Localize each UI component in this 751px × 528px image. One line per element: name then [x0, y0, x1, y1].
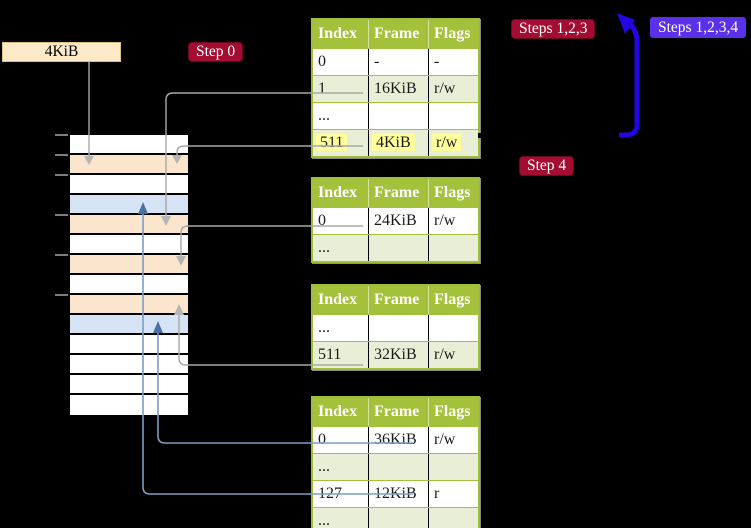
steps-123-badge: Steps 1,2,3 — [511, 19, 596, 39]
page-table-row: ... — [313, 507, 478, 528]
physical-memory-strip — [68, 133, 190, 417]
index-cell: ... — [318, 319, 330, 336]
header-cell: Flags — [428, 398, 478, 426]
frame-cell: 24KiB — [368, 208, 428, 234]
header-cell: Frame — [368, 20, 428, 48]
memory-row-white — [70, 275, 188, 295]
index-cell: 0 — [318, 212, 326, 229]
memory-tick — [55, 134, 68, 136]
page-size-label: 4KiB — [2, 42, 121, 62]
flags-cell: r/w — [428, 342, 478, 368]
memory-row-peach — [70, 255, 188, 275]
frame-cell — [368, 315, 428, 341]
page-table-row: ... — [313, 453, 478, 480]
frame-cell — [368, 235, 428, 261]
frame-cell — [368, 454, 428, 480]
memory-row-white — [70, 335, 188, 355]
flags-cell: r/w — [428, 76, 478, 102]
page-table-row: 511 4KiB r/w — [313, 129, 478, 156]
header-cell: Frame — [368, 179, 428, 207]
highlighted-value: 511 — [316, 134, 348, 151]
flags-cell: r/w — [428, 208, 478, 234]
recursive-loop-arrow — [617, 13, 640, 138]
memory-tick — [55, 294, 68, 296]
page-table-row: ... — [313, 102, 478, 129]
highlighted-value: r/w — [432, 134, 462, 151]
flags-cell — [428, 235, 478, 261]
flags-cell: r — [428, 481, 478, 507]
header-cell: Index — [318, 184, 358, 201]
memory-row-blue — [70, 315, 188, 335]
memory-row-peach — [70, 295, 188, 315]
header-cell: Flags — [428, 286, 478, 314]
flags-cell — [428, 315, 478, 341]
flags-cell — [428, 454, 478, 480]
step4-badge: Step 4 — [519, 156, 575, 176]
frame-cell — [368, 103, 428, 129]
header-cell: Index — [318, 291, 358, 308]
memory-row-blue — [70, 195, 188, 215]
index-cell: ... — [318, 512, 330, 528]
index-cell: 511 — [318, 346, 342, 363]
memory-tick — [55, 154, 68, 156]
index-cell: ... — [318, 107, 330, 124]
header-cell: Index — [318, 403, 358, 420]
flags-cell: r/w — [428, 130, 478, 156]
memory-row-peach — [70, 215, 188, 235]
frame-cell: 32KiB — [368, 342, 428, 368]
memory-tick — [55, 214, 68, 216]
header-cell: Flags — [428, 179, 478, 207]
header-cell: Frame — [368, 398, 428, 426]
index-cell: 0 — [318, 53, 326, 70]
index-cell: 511 — [313, 130, 368, 156]
flags-cell: - — [428, 49, 478, 75]
header-cell: Flags — [428, 20, 478, 48]
memory-tick — [55, 174, 68, 176]
index-cell: 127 — [318, 485, 342, 502]
memory-row-white — [70, 135, 188, 155]
frame-cell: 16KiB — [368, 76, 428, 102]
frame-cell: 12KiB — [368, 481, 428, 507]
flags-cell — [428, 103, 478, 129]
page-table-row: 0 -- — [313, 48, 478, 75]
frame-cell: 36KiB — [368, 427, 428, 453]
frame-cell — [368, 508, 428, 528]
index-cell: 0 — [318, 431, 326, 448]
memory-row-white — [70, 375, 188, 395]
memory-tick — [55, 254, 68, 256]
step0-badge: Step 0 — [188, 42, 244, 62]
frame-cell: - — [368, 49, 428, 75]
highlighted-value: 4KiB — [372, 134, 415, 151]
index-cell: 1 — [318, 80, 326, 97]
header-cell: Frame — [368, 286, 428, 314]
flags-cell: r/w — [428, 427, 478, 453]
page-table-row: ... — [313, 234, 478, 261]
index-cell: ... — [318, 458, 330, 475]
memory-row-peach — [70, 155, 188, 175]
frame-cell: 4KiB — [368, 130, 428, 156]
steps-1234-badge: Steps 1,2,3,4 — [650, 17, 747, 38]
flags-cell — [428, 508, 478, 528]
index-cell: ... — [318, 239, 330, 256]
page-table-row: ... — [313, 314, 478, 341]
memory-row-white — [70, 395, 188, 415]
memory-row-white — [70, 235, 188, 255]
memory-row-white — [70, 355, 188, 375]
header-cell: Index — [318, 25, 358, 42]
memory-row-white — [70, 175, 188, 195]
